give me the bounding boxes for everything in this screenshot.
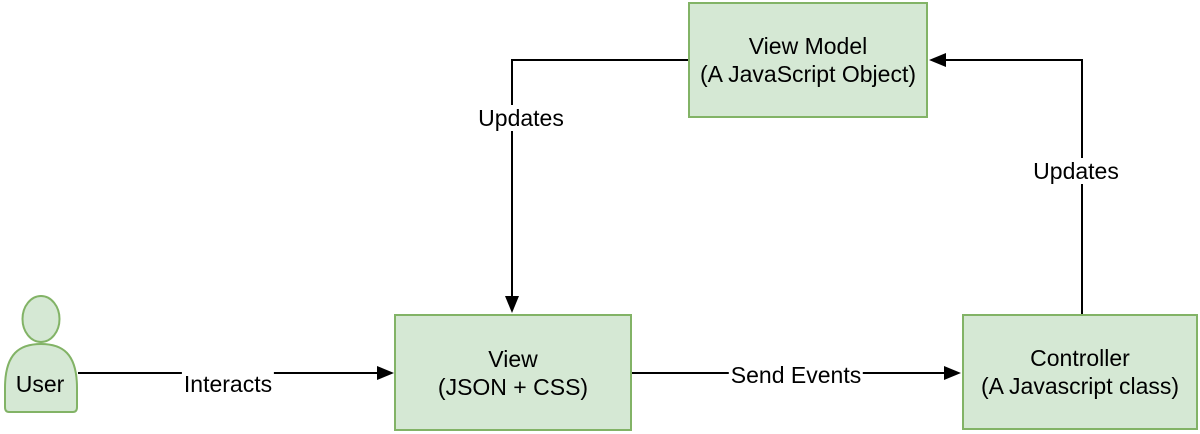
node-controller-subtitle: (A Javascript class) <box>980 373 1180 399</box>
user-label: User <box>15 371 65 397</box>
node-controller: Controller (A Javascript class) <box>962 314 1198 430</box>
arrowhead-view-model-updates-icon <box>505 296 519 313</box>
edge-label-controller-updates: Updates <box>1031 158 1121 184</box>
node-view-title: View <box>488 345 538 372</box>
user-body <box>4 342 78 413</box>
node-view: View (JSON + CSS) <box>394 314 632 431</box>
node-view-subtitle: (JSON + CSS) <box>437 373 589 400</box>
node-view-model: View Model (A JavaScript Object) <box>688 2 928 118</box>
arrowhead-send-events-icon <box>944 366 961 380</box>
edge-label-view-model-updates: Updates <box>476 105 566 131</box>
node-view-model-title: View Model <box>748 33 868 59</box>
user-head <box>21 295 61 343</box>
edge-view-model-updates-line <box>511 59 688 299</box>
node-view-model-subtitle: (A JavaScript Object) <box>699 61 917 87</box>
arrowhead-interacts-icon <box>377 366 394 380</box>
edge-controller-updates-line <box>944 59 1083 314</box>
arrowhead-controller-updates-icon <box>929 53 946 67</box>
user-icon <box>4 295 78 413</box>
node-controller-title: Controller <box>1030 345 1130 371</box>
edge-label-interacts: Interacts <box>181 371 275 397</box>
edge-label-send-events: Send Events <box>728 362 864 388</box>
